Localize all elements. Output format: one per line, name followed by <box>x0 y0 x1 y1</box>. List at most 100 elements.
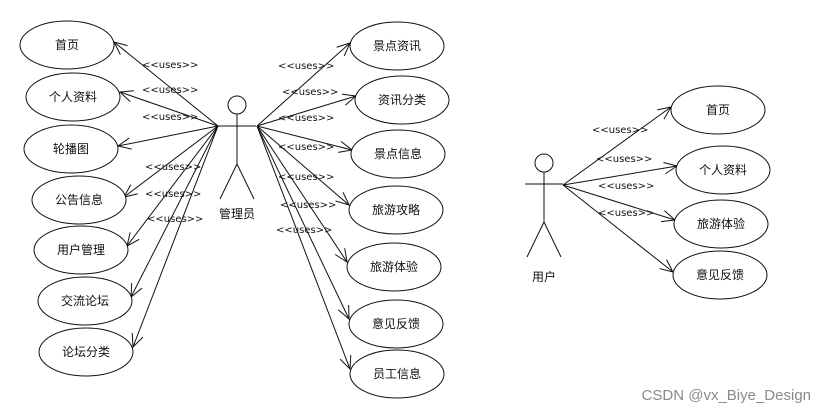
user-case-0: 首页 <box>670 85 766 135</box>
admin-right-uses-label-0: <<uses>> <box>278 61 334 72</box>
relationship-edges <box>113 41 679 371</box>
admin-right-case-3-ellipse <box>348 185 444 235</box>
user-uses-label-1: <<uses>> <box>596 154 652 165</box>
user-case-3: 意见反馈 <box>672 250 768 300</box>
admin-right-case-1-ellipse <box>354 75 450 125</box>
admin-right-edge-6-arrowhead <box>339 354 352 371</box>
admin-right-case-3: 旅游攻略 <box>348 185 444 235</box>
admin-right-edge-0 <box>256 42 351 127</box>
admin-left-case-6: 论坛分类 <box>38 327 134 377</box>
admin-right-case-0-label: 景点资讯 <box>373 39 421 53</box>
admin-right-case-5-ellipse <box>348 299 444 349</box>
admin-left-case-0-label: 首页 <box>55 38 79 52</box>
user-actor: 用户 <box>525 153 563 284</box>
user-case-3-label: 意见反馈 <box>696 267 744 282</box>
user-uses-label-0: <<uses>> <box>592 125 648 136</box>
user-actor-head <box>534 153 554 173</box>
admin-right-uses-label-6: <<uses>> <box>276 225 332 236</box>
admin-left-case-3-label: 公告信息 <box>55 192 103 207</box>
admin-left-case-6-ellipse <box>38 327 134 377</box>
user-case-1-label: 个人资料 <box>699 163 747 177</box>
admin-right-case-1-label: 资讯分类 <box>378 93 426 107</box>
admin-right-case-0-ellipse <box>349 21 445 71</box>
admin-right-case-4: 旅游体验 <box>346 242 442 292</box>
admin-right-uses-label-4: <<uses>> <box>278 172 334 183</box>
watermark: CSDN @vx_Biye_Design <box>641 387 811 404</box>
admin-left-edge-5-arrowhead <box>130 282 143 299</box>
admin-left-case-0-ellipse <box>19 20 115 70</box>
admin-left-edge-6-arrowhead <box>131 332 144 349</box>
admin-left-case-5-ellipse <box>37 276 133 326</box>
admin-left-case-2-ellipse <box>23 124 119 174</box>
user-case-3-ellipse <box>672 250 768 300</box>
admin-right-case-6-ellipse <box>349 349 445 399</box>
admin-right-case-2: 景点信息 <box>350 129 446 179</box>
admin-right-case-6-label: 员工信息 <box>373 366 421 381</box>
admin-left-edge-4 <box>126 125 219 247</box>
admin-right-edge-2 <box>256 125 353 151</box>
admin-left-uses-label-5: <<uses>> <box>147 214 203 225</box>
admin-right-edge-3 <box>256 125 350 206</box>
admin-left-case-5-label: 交流论坛 <box>61 293 109 308</box>
admin-right-case-4-ellipse <box>346 242 442 292</box>
user-case-2-ellipse <box>673 199 769 249</box>
admin-left-edge-1 <box>119 91 219 127</box>
user-uses-label-3: <<uses>> <box>598 208 654 219</box>
admin-actor-left-leg <box>219 163 238 200</box>
user-case-0-label: 首页 <box>706 103 730 117</box>
admin-actor-right-leg <box>236 163 255 200</box>
admin-right-edge-4 <box>256 125 348 263</box>
admin-actor-label: 管理员 <box>219 206 255 221</box>
admin-left-case-2: 轮播图 <box>23 124 119 174</box>
admin-right-case-6: 员工信息 <box>349 349 445 399</box>
admin-left-uses-label-1: <<uses>> <box>142 85 198 96</box>
admin-left-edge-1-arrowhead <box>118 90 134 102</box>
user-edge-2 <box>562 184 676 221</box>
admin-left-case-1: 个人资料 <box>25 72 121 122</box>
admin-right-uses-label-5: <<uses>> <box>280 200 336 211</box>
user-uses-label-2: <<uses>> <box>598 181 654 192</box>
user-actor-right-leg <box>543 221 562 258</box>
admin-left-case-1-ellipse <box>25 72 121 122</box>
admin-left-uses-label-3: <<uses>> <box>145 162 201 173</box>
admin-left-case-2-label: 轮播图 <box>53 142 89 156</box>
user-case-1-ellipse <box>675 145 771 195</box>
admin-actor: 管理员 <box>218 95 256 221</box>
user-actor-left-leg <box>526 221 545 258</box>
admin-left-case-5: 交流论坛 <box>37 276 133 326</box>
admin-left-case-4-ellipse <box>33 225 129 275</box>
admin-right-case-4-label: 旅游体验 <box>370 259 418 274</box>
admin-right-case-1: 资讯分类 <box>354 75 450 125</box>
admin-left-case-4: 用户管理 <box>33 225 129 275</box>
admin-left-edge-3 <box>123 125 219 198</box>
admin-right-uses-label-3: <<uses>> <box>278 142 334 153</box>
user-case-2: 旅游体验 <box>673 199 769 249</box>
admin-left-uses-label-4: <<uses>> <box>145 189 201 200</box>
admin-right-edge-3-arrowhead <box>335 192 350 206</box>
admin-left-edge-5 <box>130 125 219 298</box>
admin-actor-head <box>227 95 247 115</box>
admin-left-edge-2 <box>117 125 219 147</box>
admin-right-case-5: 意见反馈 <box>348 299 444 349</box>
admin-right-case-2-label: 景点信息 <box>374 146 422 161</box>
user-case-0-ellipse <box>670 85 766 135</box>
admin-left-case-3: 公告信息 <box>31 175 127 225</box>
admin-right-edge-6 <box>256 125 351 370</box>
admin-left-case-6-label: 论坛分类 <box>62 345 110 359</box>
admin-right-edge-5-arrowhead <box>338 304 350 321</box>
admin-right-case-2-ellipse <box>350 129 446 179</box>
admin-left-uses-label-2: <<uses>> <box>142 112 198 123</box>
admin-right-edge-4-arrowhead <box>334 248 348 264</box>
use-case-nodes: 首页个人资料轮播图公告信息用户管理交流论坛论坛分类景点资讯资讯分类景点信息旅游攻… <box>19 20 771 399</box>
admin-left-case-4-label: 用户管理 <box>57 242 105 257</box>
admin-left-edge-0 <box>113 41 219 127</box>
admin-right-uses-label-2: <<uses>> <box>278 113 334 124</box>
user-actor-label: 用户 <box>532 269 556 284</box>
admin-right-edge-5 <box>256 125 350 320</box>
admin-left-uses-label-0: <<uses>> <box>142 60 198 71</box>
admin-right-case-3-label: 旅游攻略 <box>372 202 420 217</box>
user-edge-1 <box>562 165 678 186</box>
relationship-labels: <<uses>> <<uses>> <<uses>> <<uses>> <<uses>>… <box>142 60 654 236</box>
